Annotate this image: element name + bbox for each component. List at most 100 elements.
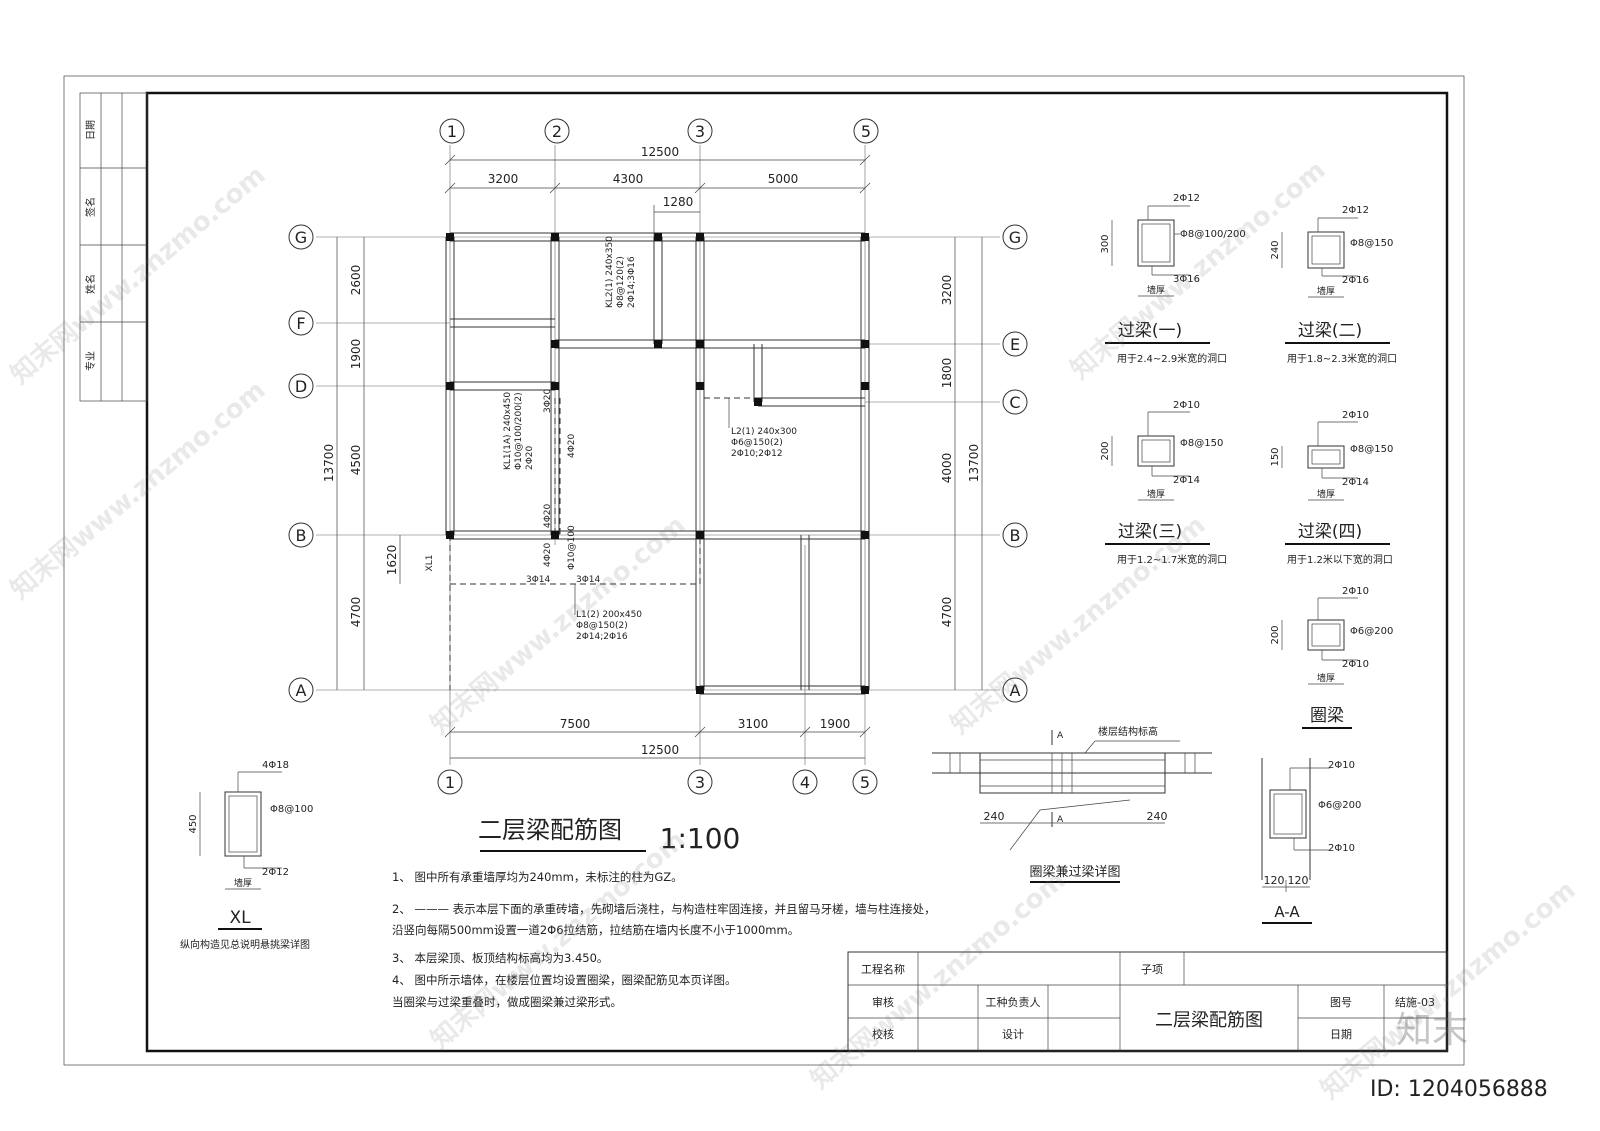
axis-bottom-1: 1: [445, 773, 455, 792]
note-2b: 沿竖向每隔500mm设置一道2Φ6拉结筋，拉结筋在墙内长度不小于1000mm。: [392, 923, 799, 937]
axis-top-5: 5: [861, 122, 871, 141]
kl2-line-1: KL2(1) 240x350: [605, 236, 615, 308]
section-gl4: 2Φ10 Φ8@150 2Φ14 150 墙厚 过梁(四) 用于1.2米以下宽的…: [1270, 410, 1393, 566]
ql-width: 墙厚: [1317, 672, 1335, 684]
dim-left-seg-3: 4500: [349, 445, 363, 476]
gl2-note: 用于1.8~2.3米宽的洞口: [1287, 352, 1397, 365]
dim-right-seg-3: 4000: [940, 453, 954, 484]
gl1-height: 300: [1100, 234, 1111, 253]
gl2-bottom: 2Φ16: [1342, 275, 1369, 286]
gl4-top: 2Φ10: [1342, 410, 1369, 421]
section-aa: 2Φ10 Φ6@200 2Φ10 120 120 A-A: [1261, 758, 1361, 924]
gl2-stirrup: Φ8@150: [1350, 238, 1393, 249]
sign-date: 日期: [85, 120, 97, 140]
gl4-stirrup: Φ8@150: [1350, 444, 1393, 455]
tb-sub-item: 子项: [1141, 963, 1163, 976]
watermark-text-2: 知末网www.znzmo.com: [5, 375, 271, 605]
aa-top: 2Φ10: [1328, 760, 1355, 771]
l1-line-1: L1(2) 200x450: [576, 610, 642, 620]
axis-left-A: A: [296, 681, 307, 700]
sign-name: 姓名: [84, 274, 97, 294]
tb-drawing-no: 结施-03: [1395, 996, 1435, 1009]
l2-line-2: Φ6@150(2): [731, 438, 783, 448]
detail-sec-a-bottom: A: [1057, 815, 1064, 825]
gl1-name: 过梁(一): [1118, 321, 1182, 341]
aa-bottom: 2Φ10: [1328, 843, 1355, 854]
watermark-id: ID: 1204056888: [1370, 1077, 1548, 1102]
gl3-bottom: 2Φ14: [1173, 475, 1200, 486]
tb-drawing-no-label: 图号: [1330, 996, 1352, 1009]
dim-right-seg-4: 4700: [940, 597, 954, 628]
note-2: 2、 ——— 表示本层下面的承重砖墙，先砌墙后浇柱，与构造柱牢固连接，并且留马牙…: [392, 902, 936, 916]
dims-bottom: 7500 3100 1900 12500: [444, 717, 871, 759]
axis-bottom-5: 5: [860, 773, 870, 792]
tb-drawing-title: 二层梁配筋图: [1155, 1010, 1263, 1031]
gl3-note: 用于1.2~1.7米宽的洞口: [1117, 553, 1227, 566]
section-gl2: 2Φ12 Φ8@150 2Φ16 240 墙厚 过梁(二) 用于1.8~2.3米…: [1270, 205, 1397, 365]
gl4-width: 墙厚: [1317, 488, 1335, 500]
aa-w2: 120: [1288, 874, 1309, 887]
watermark-text-4: 知末网www.znzmo.com: [425, 825, 691, 1055]
gl3-height: 200: [1100, 441, 1111, 460]
dim-bottom-seg-1: 7500: [560, 717, 591, 731]
tb-review: 审核: [872, 995, 894, 1009]
ql-height: 200: [1270, 625, 1281, 644]
outer-border: [63, 75, 1465, 1066]
axis-right-C: C: [1009, 393, 1020, 412]
watermark-text-1: 知末网www.znzmo.com: [5, 160, 271, 390]
xl-name: XL: [229, 908, 251, 928]
rebar-3phi14-b: 3Φ14: [576, 575, 601, 585]
aa-name: A-A: [1274, 903, 1300, 921]
watermark-logo: 知末: [1396, 1010, 1468, 1051]
detail-title: 圈梁兼过梁详图: [1029, 865, 1120, 880]
sign-discipline: 专业: [84, 351, 97, 371]
aa-w1: 120: [1264, 874, 1285, 887]
rebar-4phi20-a: 4Φ20: [567, 433, 577, 458]
xl-note: 纵向构造见总说明悬挑梁详图: [180, 938, 310, 951]
detail-label: 楼层结构标高: [1098, 725, 1158, 738]
detail-dim-left: 240: [984, 810, 1005, 823]
gl2-name: 过梁(二): [1298, 321, 1362, 341]
axis-top-3: 3: [695, 122, 705, 141]
rebar-4phi20-b: 4Φ20: [543, 503, 553, 528]
ql-top: 2Φ10: [1342, 586, 1369, 597]
note-1: 1、 图中所有承重墙厚均为240mm，未标注的柱为GZ。: [392, 870, 683, 884]
gl1-bottom: 3Φ16: [1173, 274, 1200, 285]
axis-bubbles-bottom: 1 3 4 5: [437, 769, 878, 795]
gl4-note: 用于1.2米以下宽的洞口: [1287, 553, 1393, 566]
section-gl3: 2Φ10 Φ8@150 2Φ14 200 墙厚 过梁(三) 用于1.2~1.7米…: [1100, 400, 1227, 566]
tb-project-name: 工程名称: [861, 962, 905, 976]
dim-right-seg-1: 3200: [940, 275, 954, 306]
gl3-top: 2Φ10: [1173, 400, 1200, 411]
dims-right: 3200 1800 4000 4700 13700: [940, 237, 983, 690]
dims-top: 12500 3200 4300 5000 1280: [444, 145, 871, 237]
note-4: 4、 图中所示墙体，在楼层位置均设置圈梁，圈梁配筋见本页详图。: [392, 973, 736, 987]
axis-left-D: D: [295, 377, 307, 396]
gl4-bottom: 2Φ14: [1342, 477, 1369, 488]
detail-dim-right: 240: [1147, 810, 1168, 823]
dim-top-sub: 1280: [663, 195, 694, 209]
axis-right-G: G: [1009, 228, 1021, 247]
dim-top-seg-2: 4300: [613, 172, 644, 186]
gl1-width: 墙厚: [1147, 284, 1165, 296]
axis-right-E: E: [1010, 335, 1020, 354]
l1-line-3: 2Φ14;2Φ16: [576, 632, 628, 642]
rebar-4phi20-c: 4Φ20: [543, 542, 553, 567]
rebar-3phi14-a: 3Φ14: [526, 575, 551, 585]
rebar-phi10: Φ10@100: [567, 525, 577, 570]
gl3-name: 过梁(三): [1118, 522, 1182, 542]
aa-stirrup: Φ6@200: [1318, 800, 1361, 811]
dim-bottom-total: 12500: [641, 743, 679, 757]
dim-left-total: 13700: [322, 444, 336, 482]
axis-top-2: 2: [552, 122, 562, 141]
gl2-height: 240: [1270, 240, 1281, 259]
axis-bubbles-left: G F D B A: [288, 224, 314, 703]
kl2-line-3: 2Φ14;3Φ16: [627, 256, 637, 308]
axis-bottom-4: 4: [800, 773, 810, 792]
xl-stirrup: Φ8@100: [270, 804, 313, 815]
ql-stirrup: Φ6@200: [1350, 626, 1393, 637]
gl1-stirrup: Φ8@100/200: [1180, 229, 1246, 240]
gl4-height: 150: [1270, 447, 1281, 466]
title-block: 工程名称 子项 审核 工种负责人 校核 设计 二层梁配筋图 图号 结施-03 日…: [847, 951, 1448, 1052]
